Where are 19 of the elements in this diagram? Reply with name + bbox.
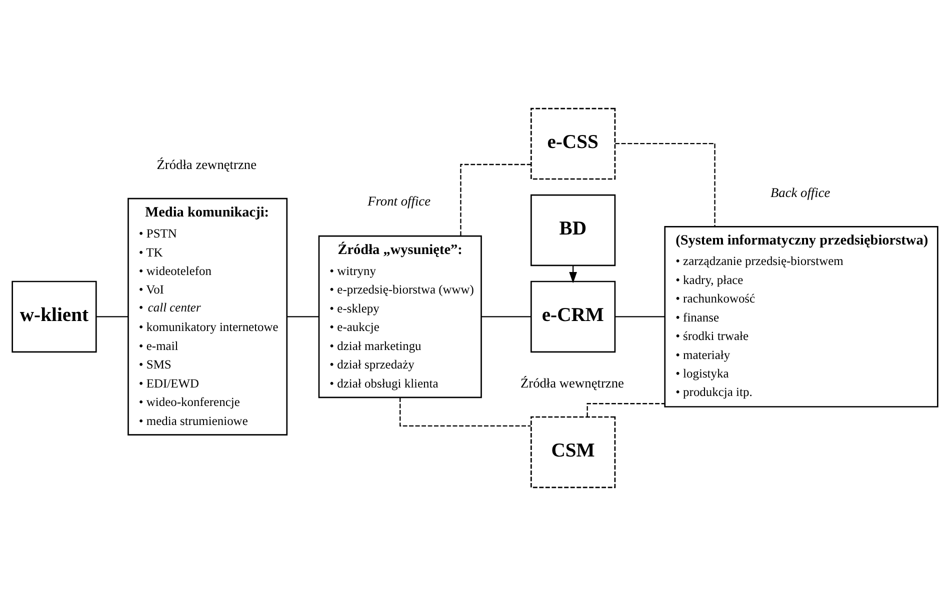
node-box: BD: [530, 194, 616, 266]
node-box: Media komunikacji: • PSTN • TK • wideotelefon • VoI • call center • komunikatory internetowe • e-mail • SMS • EDI/EWD • wideo-konferencje • media strumieniowe: [128, 197, 288, 435]
connector: [96, 316, 128, 317]
node-box: e-CRM: [530, 280, 616, 352]
label: Źródła zewnętrzne: [156, 156, 257, 172]
connector: [460, 163, 531, 236]
label: Back office: [770, 184, 830, 200]
node-box: CSM: [530, 416, 616, 488]
node-box: e-CSS: [530, 107, 616, 180]
label: Front office: [368, 193, 431, 208]
node-box: (System informatyczny przedsiębiorstwa) • zarządzanie przedsię-biorstwem • kadry, płace • rachunkowość • finanse • środki trwałe • materiały • logistyka • produkcja itp.: [664, 226, 938, 407]
connector: [287, 316, 319, 317]
connector: [615, 316, 665, 317]
node-box: w-klient: [12, 280, 97, 352]
label: Źródła wewnętrzne: [520, 375, 624, 390]
node-box: Źródła „wysunięte”: • witryny • e-przedsię-biorstwa (www) • e-sklepy • e-aukcje • dział marketingu • dział sprzedaży • dział obsługi klienta: [318, 234, 482, 398]
connector: [400, 397, 531, 426]
connector: [481, 316, 531, 317]
connector: [615, 142, 716, 226]
